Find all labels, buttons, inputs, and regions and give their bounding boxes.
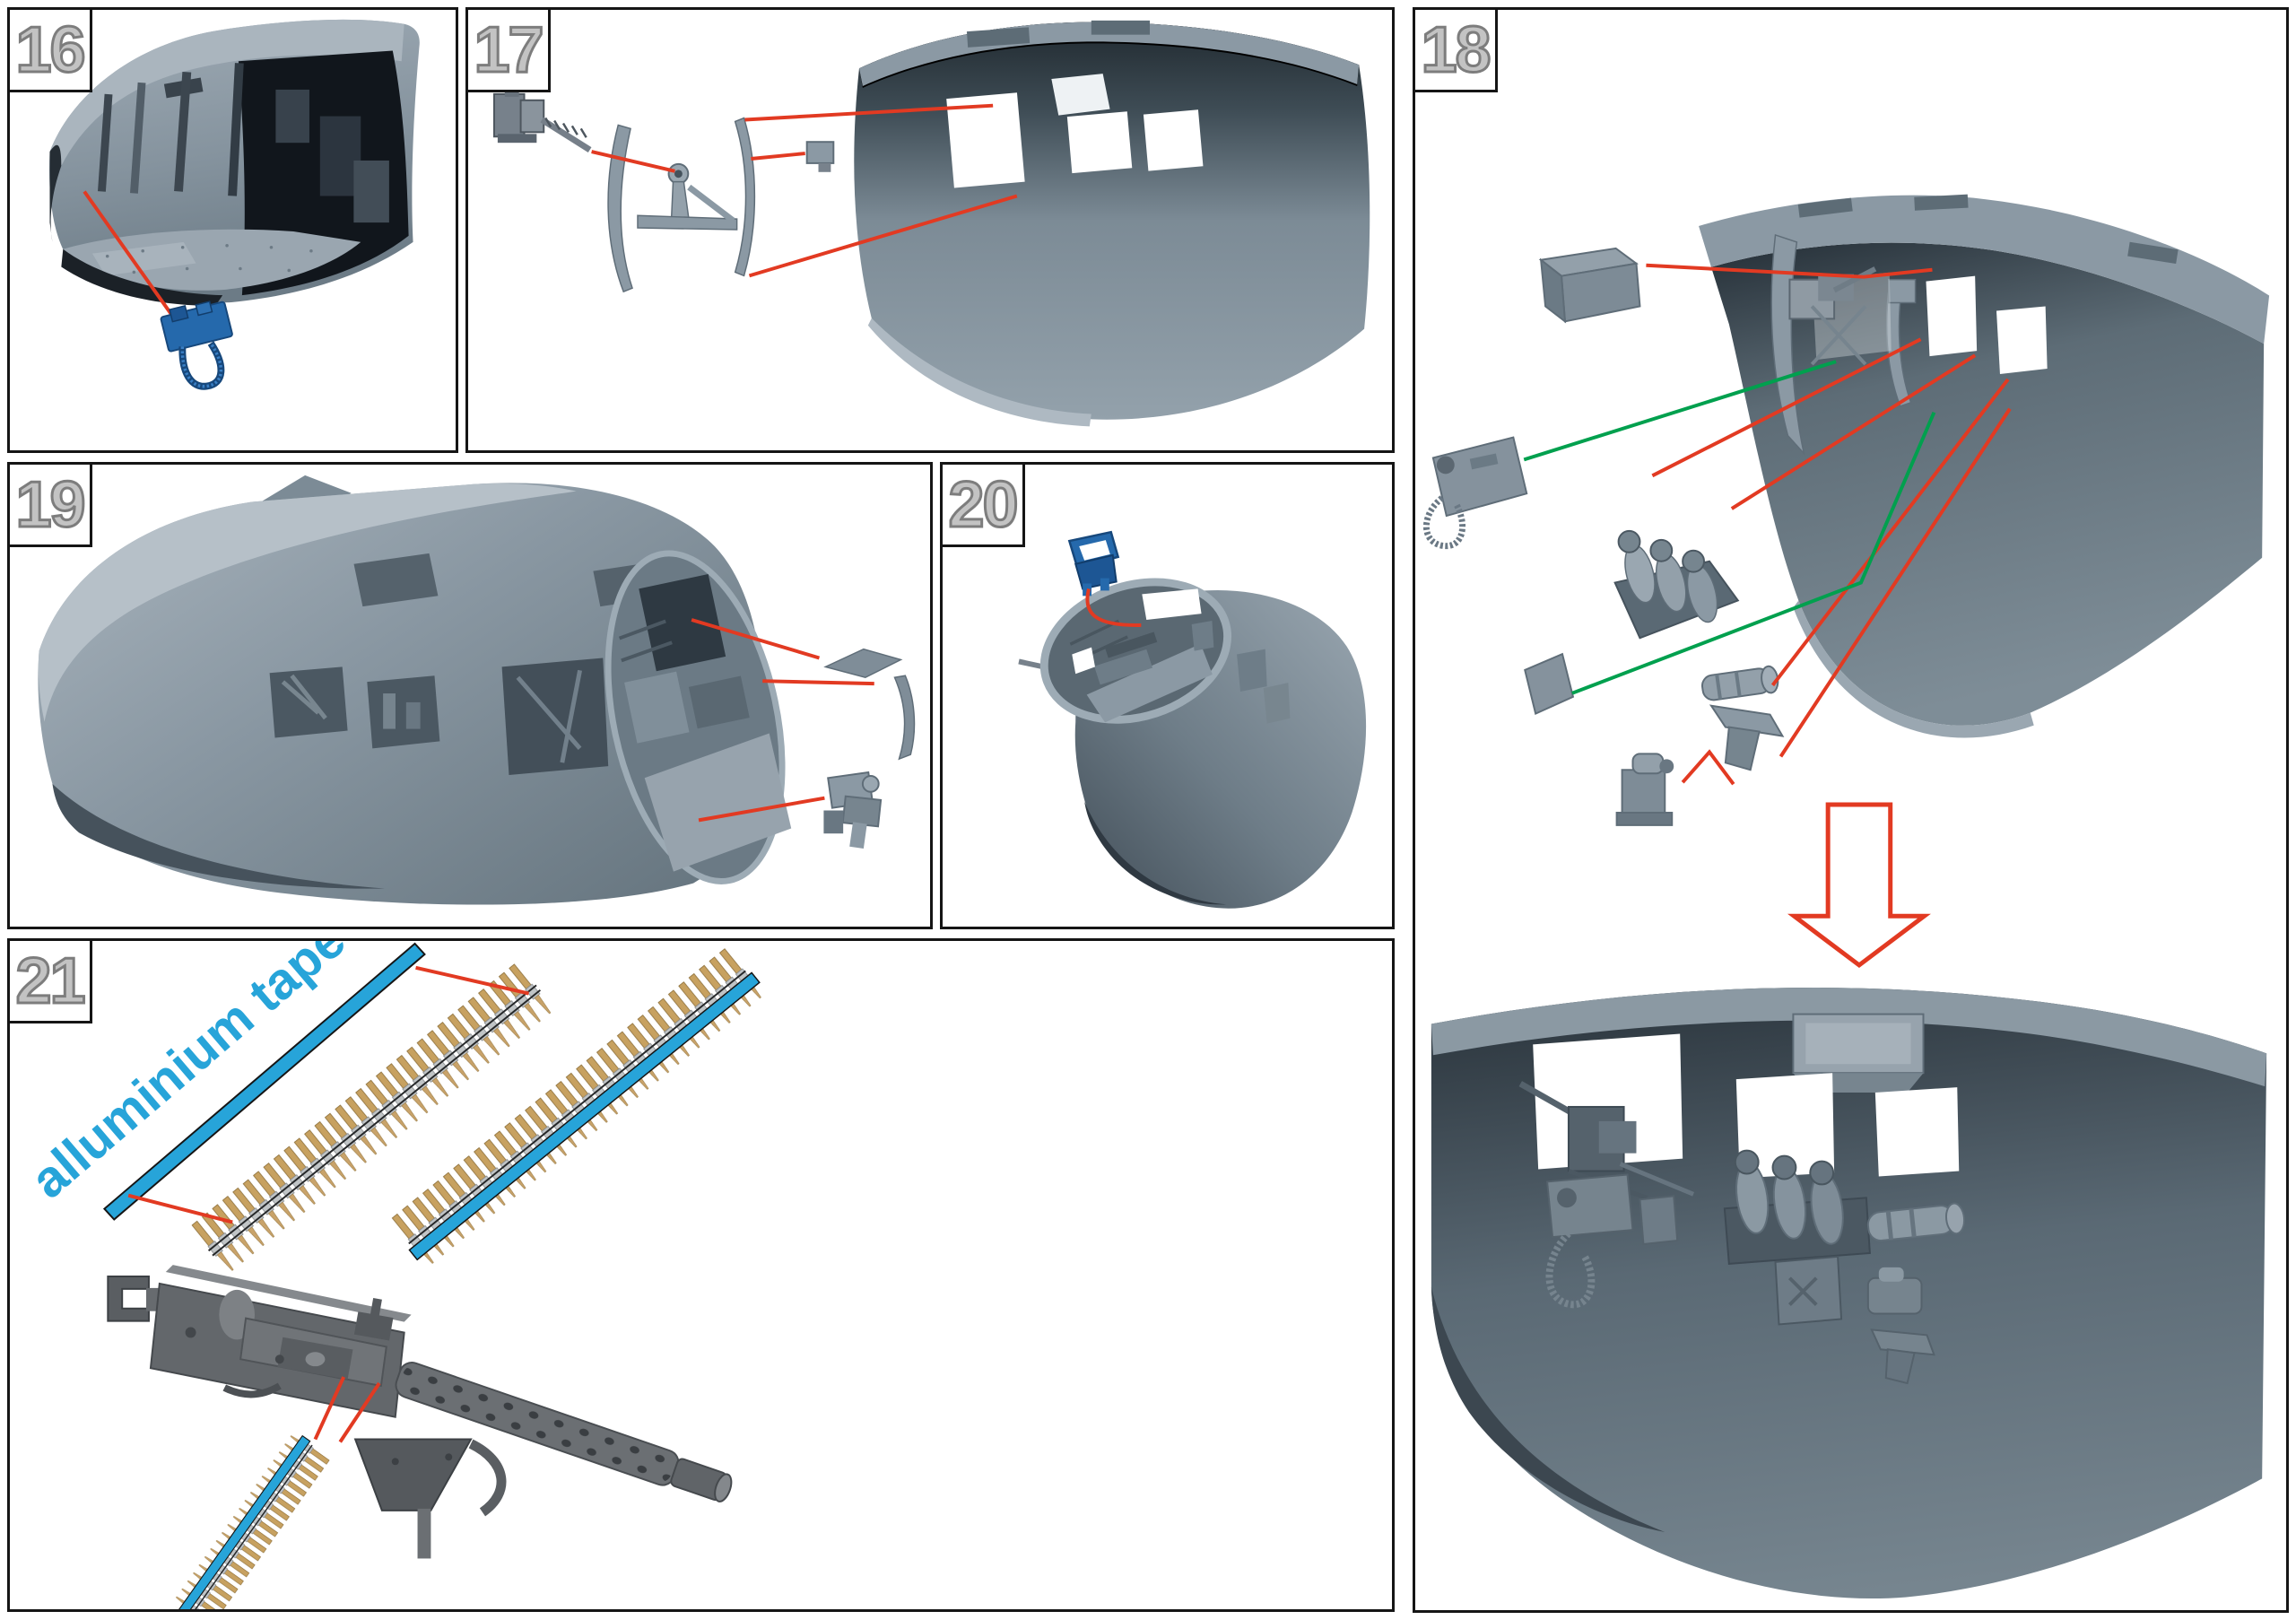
angled-bracket-part bbox=[1709, 704, 1785, 771]
mounted-pump bbox=[1866, 1267, 1923, 1315]
step-number-21: 21 bbox=[14, 944, 87, 1018]
panel-step-17: 17 bbox=[465, 7, 1395, 453]
mounted-cylinder bbox=[1866, 1202, 1966, 1241]
red-callout-line bbox=[748, 194, 1018, 278]
mounted-gun bbox=[1518, 1081, 1695, 1200]
step-badge-19: 19 bbox=[7, 462, 92, 547]
machine-gun-part bbox=[492, 85, 592, 153]
red-callout-line bbox=[698, 796, 825, 823]
panel-step-19: 19 bbox=[7, 462, 933, 929]
red-callout-line bbox=[591, 150, 675, 173]
panel-step-21: alluminium tape bbox=[7, 938, 1395, 1612]
red-callout-line bbox=[83, 190, 181, 327]
step-21-illustration: alluminium tape bbox=[21, 941, 775, 1609]
blue-oxygen-panel-part bbox=[160, 300, 233, 390]
machine-gun-illustration bbox=[107, 1265, 733, 1559]
assembled-fuselage-side-illustration bbox=[1431, 988, 2267, 1599]
down-arrow-icon bbox=[1787, 802, 1931, 969]
cylinder-part bbox=[1701, 665, 1779, 701]
mounted-panel bbox=[1774, 1255, 1843, 1326]
red-callout-line bbox=[1651, 337, 1922, 478]
red-callout-line bbox=[1730, 353, 1977, 510]
green-callout-line bbox=[1571, 411, 1936, 695]
step-16-illustration bbox=[48, 19, 420, 390]
step-badge-17: 17 bbox=[465, 7, 551, 92]
mounted-plate bbox=[1639, 1195, 1679, 1246]
mounted-oxygen-bottles bbox=[1723, 1149, 1871, 1265]
ammo-belt bbox=[186, 957, 566, 1287]
nose-fuselage-illustration bbox=[38, 475, 792, 905]
green-callout-line bbox=[1523, 360, 1837, 462]
ammo-belt-with-tape bbox=[386, 943, 775, 1280]
windscreen-strip-part bbox=[823, 648, 903, 679]
step-18-illustration bbox=[1422, 194, 2270, 1599]
step-19-illustration bbox=[38, 475, 916, 905]
nose-cone-illustration bbox=[1018, 578, 1367, 909]
panel-detail bbox=[1788, 1276, 1818, 1306]
fuselage-side-shell-illustration bbox=[1699, 194, 2270, 738]
red-callout-line bbox=[1681, 749, 1735, 786]
bulkhead-frames-and-gun-mount bbox=[607, 117, 756, 293]
red-callout-line bbox=[762, 679, 874, 686]
red-callout-line bbox=[1779, 407, 2012, 758]
red-callout-line bbox=[313, 1376, 346, 1441]
step-badge-16: 16 bbox=[7, 7, 92, 92]
step-number-19: 19 bbox=[14, 467, 87, 542]
aluminium-tape-strip bbox=[408, 971, 761, 1261]
step-badge-20: 20 bbox=[940, 462, 1025, 547]
step-17-illustration bbox=[492, 20, 1370, 427]
red-callout-line bbox=[1646, 263, 1933, 279]
step-number-18: 18 bbox=[1420, 13, 1492, 87]
interphone-panel-part bbox=[1422, 436, 1528, 550]
red-callout-line bbox=[1770, 378, 2010, 687]
red-callout-curve bbox=[1085, 588, 1142, 627]
mounted-bracket bbox=[1870, 1328, 1935, 1385]
red-callout-line bbox=[751, 152, 805, 161]
ammo-belt-with-tape bbox=[161, 1424, 335, 1609]
stowage-box-part bbox=[1538, 247, 1641, 324]
small-bracket-part bbox=[805, 141, 835, 172]
red-callout-line bbox=[127, 1193, 233, 1224]
panel-step-16: 16 bbox=[7, 7, 458, 453]
step-20-illustration bbox=[1018, 530, 1367, 909]
red-callout-line bbox=[415, 965, 529, 996]
mounted-interphone bbox=[1545, 1173, 1634, 1309]
step-number-16: 16 bbox=[14, 13, 87, 87]
interior-recess-panels bbox=[269, 658, 609, 775]
step-badge-21: 21 bbox=[7, 938, 92, 1023]
red-callout-line bbox=[691, 618, 821, 660]
pump-unit-part bbox=[1615, 753, 1674, 826]
panel-step-20: 20 bbox=[940, 462, 1395, 929]
fuselage-floor-section-illustration bbox=[48, 19, 420, 306]
access-plate-part bbox=[1524, 652, 1575, 716]
windscreen-strip-part bbox=[893, 675, 916, 761]
step-number-17: 17 bbox=[473, 13, 545, 87]
red-callout-line bbox=[338, 1381, 381, 1443]
nose-gun-mount-part bbox=[823, 771, 883, 849]
aluminium-tape-strip bbox=[102, 942, 426, 1221]
fuselage-side-shell-illustration bbox=[854, 20, 1370, 427]
step-badge-18: 18 bbox=[1413, 7, 1498, 92]
oxygen-bottle-rack-part bbox=[1613, 529, 1740, 640]
red-callout-line bbox=[744, 103, 994, 122]
mounted-gun bbox=[1788, 266, 1892, 366]
panel-step-18: 18 bbox=[1413, 7, 2289, 1613]
step-number-20: 20 bbox=[947, 467, 1020, 542]
